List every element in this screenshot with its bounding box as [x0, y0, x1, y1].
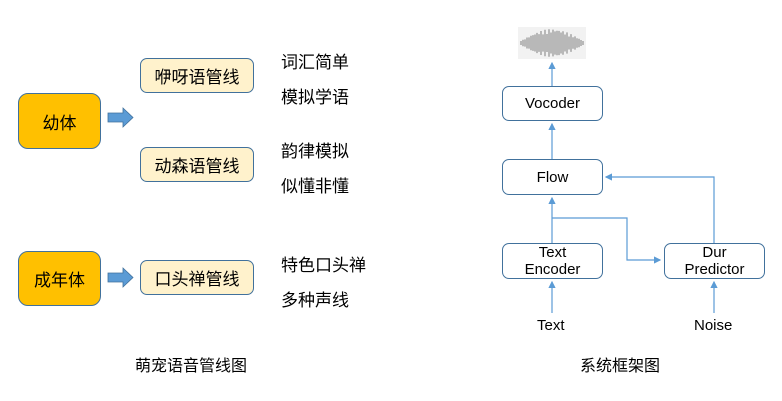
connector-encoder-to-dur — [552, 217, 662, 264]
module-dur-predictor-label-line2: Predictor — [684, 261, 745, 278]
input-text-label: Text — [537, 317, 565, 334]
pipeline-animal-crossing-label: 动森语管线 — [154, 157, 240, 177]
pipeline-babble: 咿呀语管线 — [140, 58, 254, 93]
arrow-right-icon — [107, 267, 134, 288]
arrow-right-icon — [107, 107, 134, 128]
pipeline-babble-label: 咿呀语管线 — [154, 68, 240, 88]
stage-adult: 成年体 — [18, 251, 101, 306]
module-text-encoder-label-line2: Encoder — [524, 261, 581, 278]
module-dur-predictor: Dur Predictor — [664, 243, 765, 279]
waveform-icon — [518, 27, 586, 59]
module-dur-predictor-label-line1: Dur — [702, 244, 727, 261]
module-vocoder-label: Vocoder — [524, 95, 581, 112]
feature-text: 模拟学语 — [281, 88, 349, 108]
feature-text: 似懂非懂 — [281, 177, 349, 197]
left-caption: 萌宠语音管线图 — [135, 356, 248, 375]
feature-text: 特色口头禅 — [281, 256, 366, 276]
pipeline-catchphrase-label: 口头禅管线 — [154, 270, 240, 290]
stage-juvenile: 幼体 — [18, 93, 101, 149]
stage-juvenile-label: 幼体 — [42, 113, 77, 134]
input-noise-label: Noise — [694, 317, 733, 334]
pipeline-catchphrase: 口头禅管线 — [140, 260, 254, 295]
module-vocoder: Vocoder — [502, 86, 603, 121]
stage-adult-label: 成年体 — [34, 271, 85, 291]
pipeline-animal-crossing: 动森语管线 — [140, 147, 254, 182]
module-text-encoder-label-line1: Text — [538, 244, 567, 261]
feature-text: 韵律模拟 — [281, 142, 349, 162]
connector-dur-to-flow — [604, 173, 715, 243]
module-flow: Flow — [502, 159, 603, 195]
module-text-encoder: Text Encoder — [502, 243, 603, 279]
feature-text: 多种声线 — [281, 291, 349, 311]
right-caption: 系统框架图 — [580, 356, 661, 375]
feature-text: 词汇简单 — [281, 53, 349, 73]
module-flow-label: Flow — [536, 168, 569, 186]
